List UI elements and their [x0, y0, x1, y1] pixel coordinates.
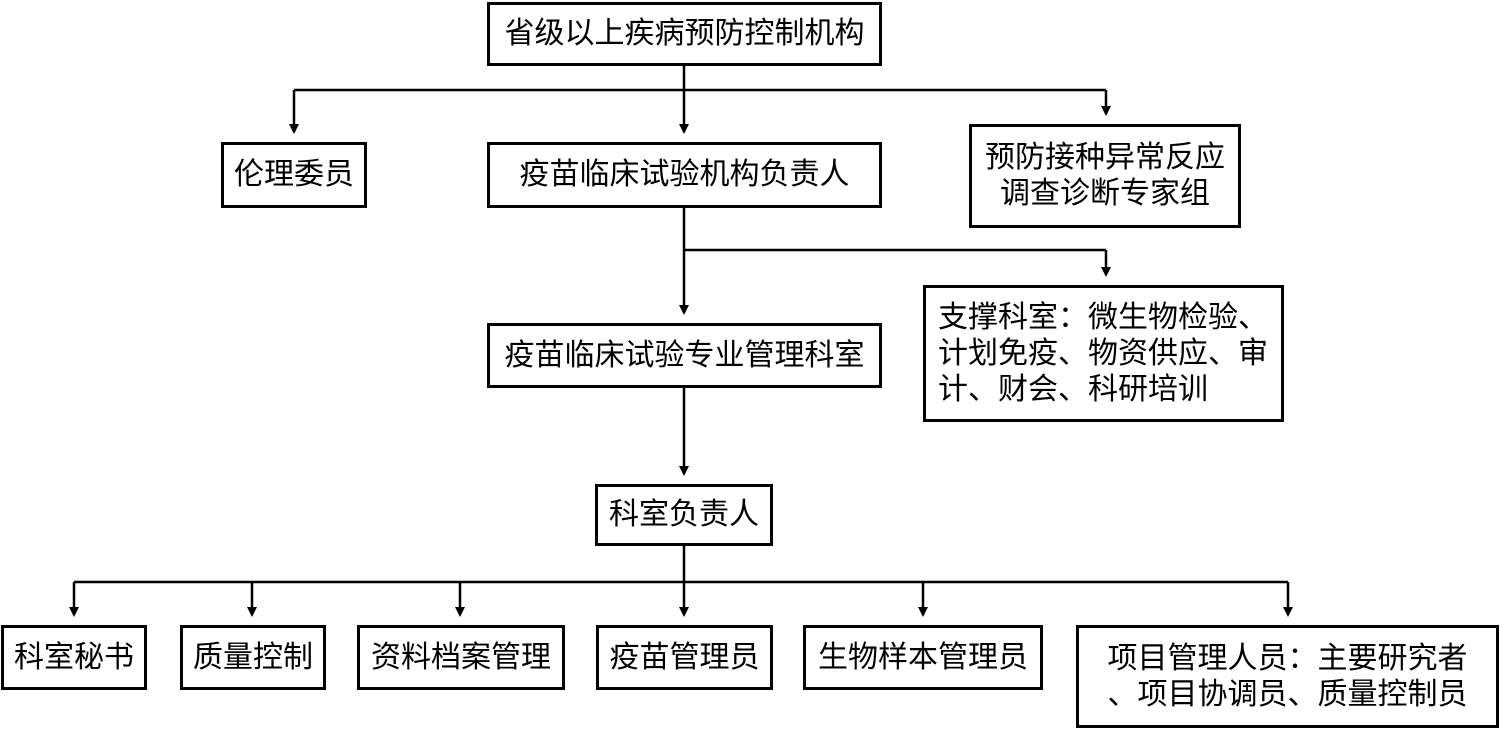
support-depts-line-2: 计划免疫、物资供应、审 [938, 335, 1268, 371]
node-trial-head: 疫苗临床试验机构负责人 [487, 142, 882, 208]
node-provincial-cdc: 省级以上疾病预防控制机构 [487, 2, 882, 66]
project-staff-line-1: 项目管理人员：主要研究者 [1107, 640, 1468, 676]
node-secretary: 科室秘书 [1, 625, 147, 690]
node-project-staff: 项目管理人员：主要研究者 、项目协调员、质量控制员 [1076, 625, 1499, 728]
support-depts-line-3: 计、财会、科研培训 [938, 371, 1208, 407]
node-quality-control: 质量控制 [180, 625, 326, 690]
aefi-group-line-2: 调查诊断专家组 [1000, 176, 1210, 211]
aefi-group-line-1: 预防接种异常反应 [985, 140, 1225, 175]
node-professional-dept: 疫苗临床试验专业管理科室 [487, 323, 882, 388]
node-aefi-group: 预防接种异常反应 调查诊断专家组 [969, 124, 1241, 228]
node-vaccine-manager: 疫苗管理员 [596, 625, 773, 690]
support-depts-line-1: 支撑科室：微生物检验、 [938, 299, 1268, 335]
node-sample-manager: 生物样本管理员 [803, 625, 1043, 690]
node-ethics-committee: 伦理委员 [221, 142, 367, 208]
node-dept-head: 科室负责人 [595, 484, 773, 546]
project-staff-line-2: 、项目协调员、质量控制员 [1107, 676, 1468, 712]
node-support-depts: 支撑科室：微生物检验、 计划免疫、物资供应、审 计、财会、科研培训 [923, 285, 1284, 422]
node-records-management: 资料档案管理 [357, 625, 565, 690]
